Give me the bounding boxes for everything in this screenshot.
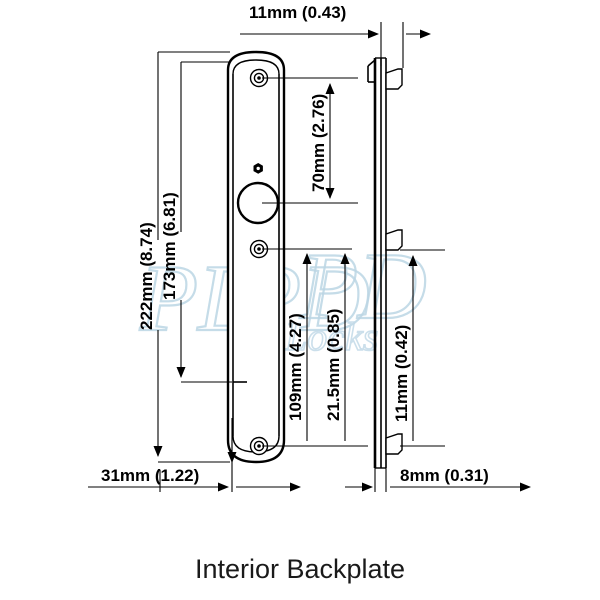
dimension-11mm-boss: 11mm (0.42) [392,249,445,447]
watermark-secondary-text: Locks [284,314,378,359]
dimension-109mm: 109mm (4.27) [262,248,368,447]
dimension-31mm: 31mm (1.22) [88,418,301,492]
side-boss-mid [385,229,403,251]
side-boss-bottom [385,433,403,455]
dimension-70mm: 70mm (2.76) [262,77,358,204]
side-boss-top [385,68,403,90]
dimension-173mm: 173mm (6.81) [160,61,232,383]
dim-label-11mm-boss: 11mm (0.42) [392,325,411,422]
backplate-front-view [226,50,286,464]
drawing-caption: Interior Backplate [195,554,405,584]
dimension-21-5mm: 21.5mm (0.85) [324,253,350,441]
backplate-top-lip [232,59,280,75]
backplate-side-view [367,57,403,469]
dim-label-31mm: 31mm (1.22) [101,466,199,485]
screw-hole-bottom [249,436,269,456]
hex-nut-detail [253,163,263,174]
dim-label-8mm: 8mm (0.31) [400,466,489,485]
dim-label-173mm: 173mm (6.81) [160,192,179,300]
side-upper-step [367,59,376,67]
dim-label-70mm: 70mm (2.76) [309,94,328,192]
dimension-8mm: 8mm (0.31) [345,460,531,492]
dimension-top-width: 11mm (0.43) [240,3,431,68]
dim-label-top-width: 11mm (0.43) [249,3,346,22]
dim-label-222mm: 222mm (8.74) [137,222,156,330]
dim-label-21-5mm: 21.5mm (0.85) [324,309,343,421]
dim-label-109mm: 109mm (4.27) [286,313,305,421]
dimension-222mm: 222mm (8.74) [137,51,230,463]
